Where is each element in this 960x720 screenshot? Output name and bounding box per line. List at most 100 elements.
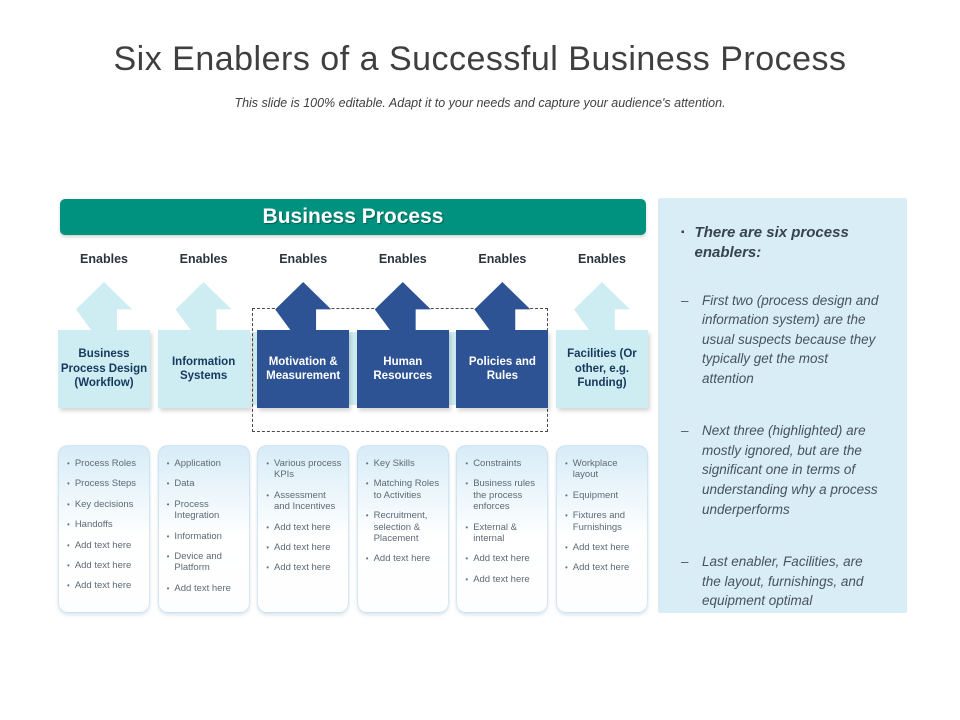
column-motivation-measurement: Enables Motivation & Measurement •Variou…: [257, 252, 350, 613]
bullet-icon: •: [564, 490, 568, 500]
list-item: •Workplace layout: [565, 458, 643, 481]
list-item-text: Constraints: [473, 458, 522, 469]
list-item-text: External & internal: [473, 521, 518, 544]
list-item-text: Add text here: [572, 562, 630, 574]
list-item: •Business rules the process enforces: [465, 478, 543, 512]
enables-label: Enables: [179, 252, 228, 266]
bullet-icon: •: [166, 531, 170, 541]
list-item: •Data: [167, 478, 245, 489]
up-arrow-icon: [275, 282, 332, 330]
list-item: • Add text here: [565, 562, 643, 573]
square-bullet-icon: ▪: [681, 227, 685, 238]
up-arrow-icon: [573, 282, 630, 330]
list-item: –Next three (highlighted) are mostly ign…: [681, 421, 881, 519]
enabler-box-label: Business Process Design (Workflow): [60, 348, 148, 390]
bullet-icon: •: [365, 511, 369, 521]
enabler-box-label: Information Systems: [171, 355, 236, 382]
enabler-box[interactable]: Policies and Rules: [456, 330, 549, 408]
notes-panel: ▪ There are six process enablers: –First…: [658, 198, 907, 613]
list-item-text: Equipment: [572, 489, 619, 501]
list-item: • Add text here: [366, 553, 444, 564]
column-information-systems: Enables Information Systems •Application…: [157, 252, 250, 613]
column-human-resources: Enables Human Resources •Key Skills•Matc…: [356, 252, 449, 613]
list-item-text: Fixtures and Furnishings: [572, 510, 626, 533]
list-item-text: Key Skills: [373, 458, 415, 469]
up-arrow-icon: [374, 282, 431, 330]
enabler-box[interactable]: Business Process Design (Workflow): [58, 330, 150, 408]
bullet-icon: •: [266, 459, 269, 468]
list-item-text: Add text here: [572, 541, 630, 553]
notes-heading-text: There are six process enablers:: [694, 224, 849, 262]
list-item-text: Process Roles: [74, 458, 137, 469]
enabler-card: •Key Skills•Matching Roles to Activities…: [356, 445, 449, 613]
list-item: –First two (process design and informati…: [681, 291, 881, 389]
enables-label: Enables: [378, 252, 427, 266]
bullet-icon: •: [465, 574, 469, 584]
column-business-process-design: Enables Business Process Design (Workflo…: [58, 252, 150, 613]
enabler-box[interactable]: Motivation & Measurement: [257, 330, 350, 408]
list-item: • Recruitment, selection & Placement: [366, 510, 444, 544]
list-item: •External & internal: [465, 522, 543, 545]
enabler-card: •Workplace layout • Equipment • Fixtures and…: [555, 445, 648, 613]
enabler-box-label: Policies and Rules: [468, 355, 536, 382]
list-item-text: Add text here: [74, 580, 132, 592]
list-item-text: Business rules the process enforces: [473, 478, 535, 513]
list-item-text: Recruitment, selection & Placement: [373, 510, 428, 544]
list-item: •Add text here: [67, 580, 145, 591]
bullet-icon: •: [564, 511, 568, 521]
bullet-icon: •: [365, 554, 369, 564]
list-item: •Constraints: [465, 458, 543, 469]
bullet-icon: •: [465, 554, 469, 564]
list-item-text: Add text here: [373, 553, 431, 565]
list-item: •Add text here: [67, 560, 145, 571]
enabler-box[interactable]: Facilities (Or other, e.g. Funding): [555, 330, 648, 408]
column-policies-rules: Enables Policies and Rules •Constraints•…: [456, 252, 549, 613]
list-item: •Add text here: [565, 542, 643, 553]
banner-label: Business Process: [262, 205, 444, 228]
list-item: • Add text here: [465, 574, 543, 585]
list-item: –Last enabler, Facilities, are the layou…: [681, 552, 881, 611]
bullet-icon: •: [166, 551, 170, 561]
list-item-text: Information: [174, 530, 222, 542]
list-item-text: Last enabler, Facilities, are the layout…: [702, 554, 864, 609]
list-item: • Equipment: [565, 490, 643, 501]
bullet-icon: •: [166, 479, 170, 489]
list-item-text: Handoffs: [74, 519, 113, 531]
list-item: •Process Steps: [67, 478, 145, 489]
list-item-text: Add text here: [274, 562, 331, 574]
list-item-text: Device and Platform: [174, 550, 222, 574]
column-facilities: Enables Facilities (Or other, e.g. Fundi…: [555, 252, 648, 613]
enabler-card: •Various process KPIs•Assessment and Inc…: [257, 445, 350, 613]
bullet-icon: •: [564, 563, 568, 573]
list-item-text: Add text here: [473, 573, 530, 585]
list-item: •Key decisions: [67, 499, 145, 510]
enables-label: Enables: [578, 252, 626, 266]
enabler-columns: Enables Business Process Design (Workflo…: [58, 252, 648, 613]
list-item-text: Add text here: [473, 553, 530, 565]
enabler-card: •Process Roles•Process Steps•Key decisio…: [58, 445, 150, 613]
enabler-box-label: Human Resources: [373, 355, 433, 382]
enabler-box[interactable]: Information Systems: [157, 330, 250, 408]
notes-heading: ▪ There are six process enablers:: [681, 223, 881, 264]
business-process-banner[interactable]: Business Process: [60, 199, 646, 235]
list-item: •Application: [167, 458, 245, 469]
enabler-box-label: Facilities (Or other, e.g. Funding): [567, 348, 637, 390]
enabler-box[interactable]: Human Resources: [356, 330, 449, 408]
list-item-text: Assessment and Incentives: [274, 489, 336, 513]
bullet-icon: •: [67, 499, 70, 509]
list-item: •Assessment and Incentives: [266, 490, 344, 513]
list-item: • Various process KPIs: [266, 458, 344, 481]
bullet-icon: •: [67, 560, 70, 570]
bullet-icon: –: [681, 423, 689, 439]
list-item: • Device and Platform: [167, 551, 245, 574]
bullet-icon: •: [266, 542, 269, 552]
list-item: •Process Roles: [67, 458, 145, 469]
process-diagram: Business Process Enables Business Proces…: [58, 199, 648, 615]
bullet-icon: •: [166, 459, 170, 468]
list-item: •Key Skills: [366, 458, 444, 469]
list-item: •Add text here: [167, 583, 245, 594]
list-item-text: Various process KPIs: [274, 458, 342, 481]
bullet-icon: •: [266, 522, 269, 532]
list-item: • Add text here: [465, 553, 543, 564]
